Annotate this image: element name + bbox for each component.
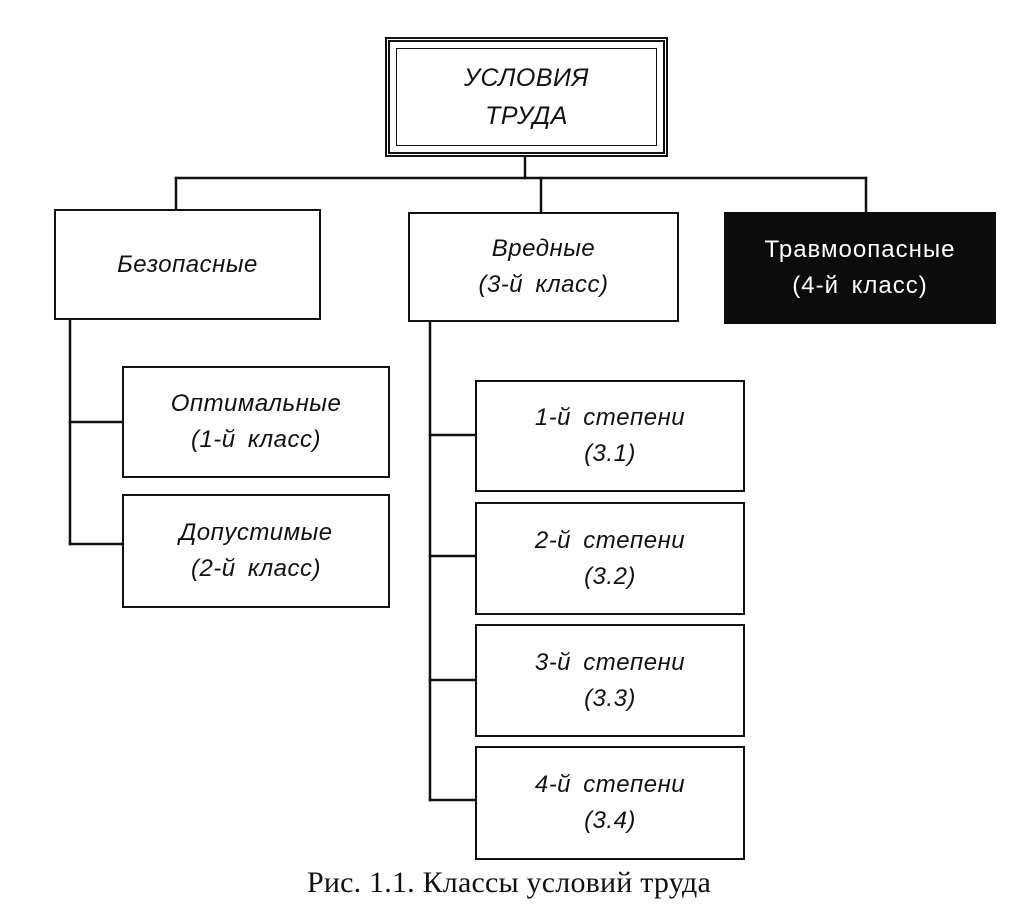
optimal-label-line2: (1-й класс): [190, 426, 322, 453]
node-optimal: Оптимальные (1-й класс): [122, 366, 390, 478]
degree3-label-line2: (3.3): [584, 684, 636, 712]
node-safe: Безопасные: [54, 209, 321, 320]
root-label-line1: УСЛОВИЯ: [464, 64, 589, 92]
node-degree-1: 1-й степени (3.1): [475, 380, 745, 492]
node-degree-3: 3-й степени (3.3): [475, 624, 745, 737]
degree2-label-line1: 2-й степени: [534, 526, 686, 554]
root-label-line2: ТРУДА: [485, 102, 568, 130]
degree2-label-line2: (3.2): [584, 562, 636, 590]
safe-label: Безопасные: [117, 250, 258, 278]
harmful-label-line2: (3-й класс): [478, 271, 609, 298]
root-node-conditions: УСЛОВИЯ ТРУДА: [385, 37, 668, 157]
node-harmful: Вредные (3-й класс): [408, 212, 679, 322]
degree4-label-line1: 4-й степени: [534, 771, 686, 798]
acceptable-label-line1: Допустимые: [179, 519, 333, 546]
degree1-label-line1: 1-й степени: [534, 404, 686, 431]
degree3-label-line1: 3-й степени: [534, 648, 686, 676]
degree1-label-line2: (3.1): [584, 440, 636, 467]
node-degree-2: 2-й степени (3.2): [475, 502, 745, 615]
figure-caption: Рис. 1.1. Классы условий труда: [307, 866, 711, 899]
degree4-label-line2: (3.4): [584, 807, 636, 834]
acceptable-label-line2: (2-й класс): [190, 555, 322, 582]
optimal-label-line1: Оптимальные: [170, 390, 342, 417]
node-degree-4: 4-й степени (3.4): [475, 746, 745, 860]
node-acceptable: Допустимые (2-й класс): [122, 494, 390, 608]
dangerous-label-line2: (4-й класс): [792, 272, 928, 299]
dangerous-label-line1: Травмоопасные: [764, 236, 956, 263]
node-dangerous: Травмоопасные (4-й класс): [724, 212, 996, 324]
harmful-label-line1: Вредные: [491, 235, 596, 262]
